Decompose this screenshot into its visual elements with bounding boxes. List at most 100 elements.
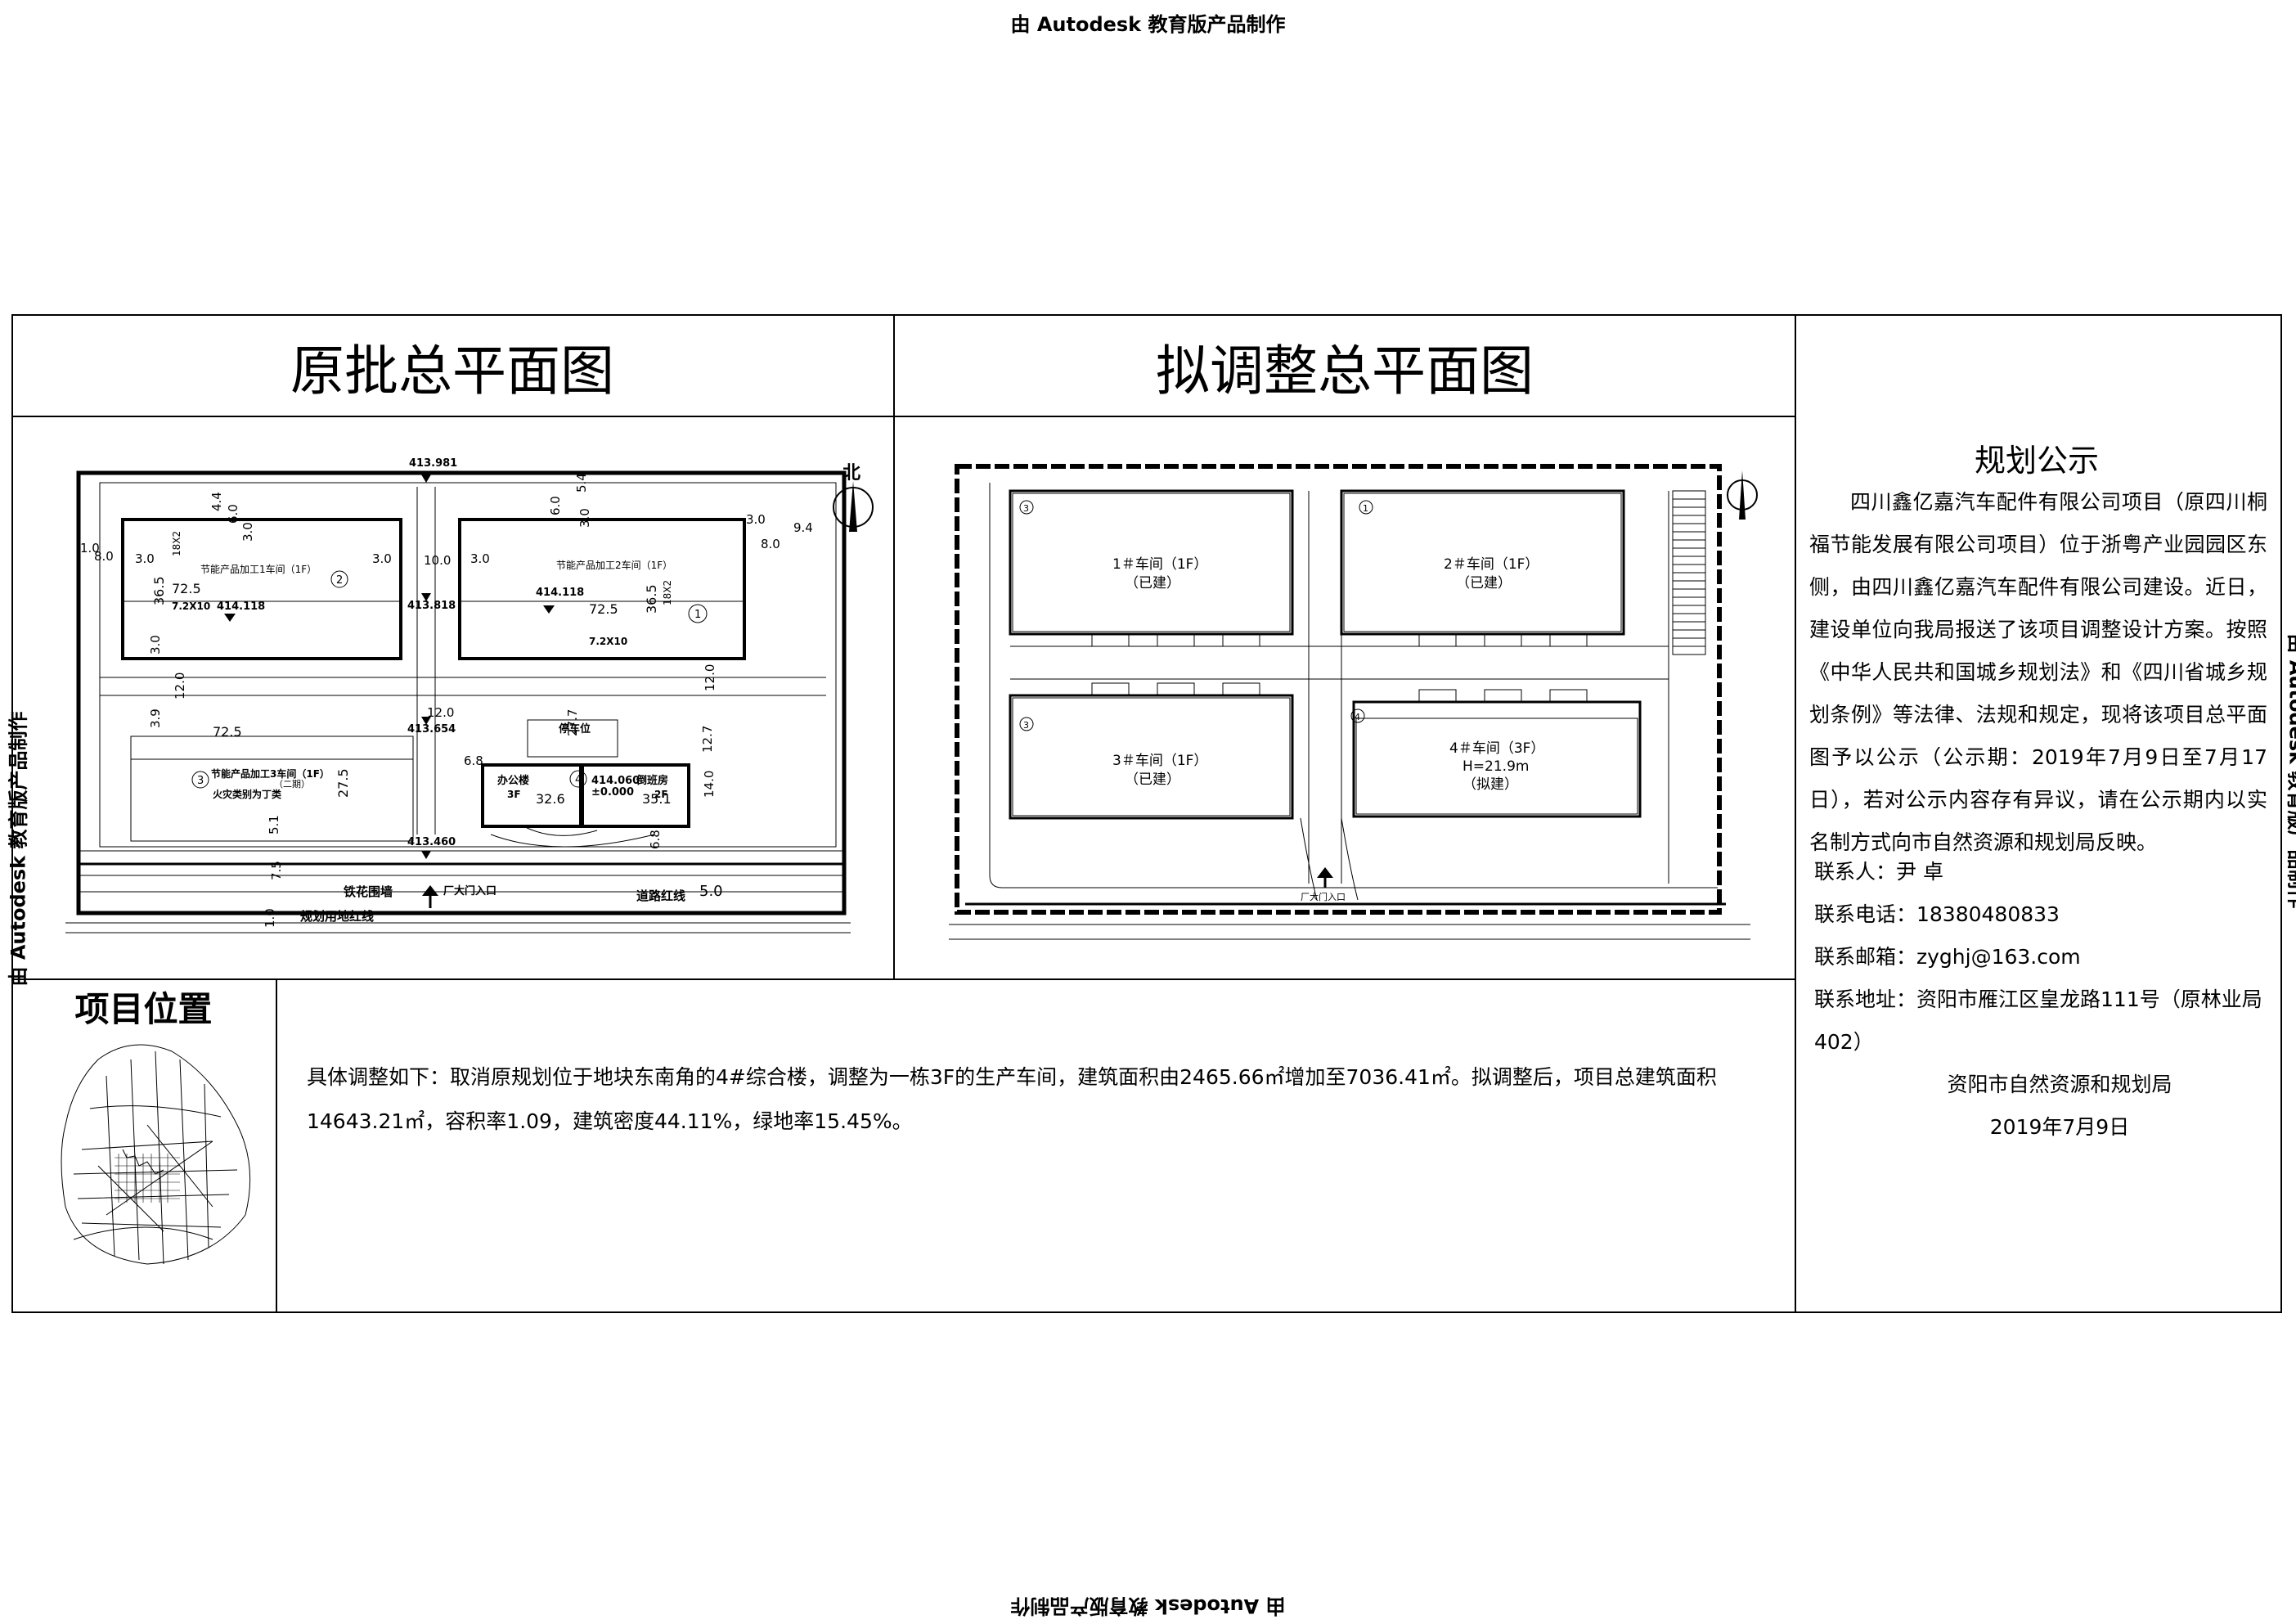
svg-text:12.7: 12.7 — [700, 726, 715, 753]
contact-email: 联系邮箱：zyghj@163.com — [1814, 945, 2081, 969]
building-workshop-1-width: 72.5 — [172, 581, 201, 596]
contact-person: 联系人：尹 卓 — [1814, 860, 1943, 884]
building-workshop-1-grid: 7.2X10 — [172, 601, 210, 612]
parking-area — [527, 719, 618, 758]
building-dorm — [581, 763, 690, 828]
adjusted-site-plan: 3 1＃车间（1F） （已建） 1 2＃车间（1F） （已建） 3 3＃车间（1… — [949, 464, 1750, 940]
workshop-1-status: （已建） — [1125, 575, 1180, 592]
svg-text:3.0: 3.0 — [135, 551, 155, 566]
inner-road-boundary — [99, 482, 837, 848]
svg-text:12.0: 12.0 — [427, 705, 454, 720]
divider-title-row — [11, 416, 1795, 417]
building-workshop-2 — [458, 518, 746, 660]
workshop-3 — [1009, 694, 1294, 820]
contact-address: 联系地址：资阳市雁江区皇龙路111号（原林业局402） — [1814, 987, 2262, 1054]
svg-text:27.7: 27.7 — [565, 709, 580, 736]
location-title: 项目位置 — [74, 989, 213, 1029]
svg-text:3: 3 — [1023, 720, 1029, 731]
svg-text:8.0: 8.0 — [761, 537, 780, 551]
notice-title: 规划公示 — [1974, 443, 2099, 479]
svg-text:12.0: 12.0 — [703, 664, 717, 691]
svg-text:8.0: 8.0 — [94, 549, 114, 564]
sheet-frame — [11, 314, 2282, 1313]
building-workshop-2-elevation: 414.118 — [536, 587, 584, 599]
dorm-label: 倒班房 — [636, 774, 668, 787]
building-workshop-1-marker: 2 — [336, 574, 343, 587]
svg-text:3.0: 3.0 — [470, 551, 490, 566]
workshop-4-height: H=21.9m — [1463, 758, 1529, 775]
watermark-right: 由 Autodesk 教育版产品制作 — [2285, 633, 2296, 909]
building-workshop-3-depth: 27.5 — [335, 768, 351, 798]
building-workshop-3 — [130, 736, 414, 842]
elevation-4: 413.460 — [407, 836, 456, 848]
svg-text:1.0: 1.0 — [263, 908, 277, 928]
building-workshop-3-note: （二期） — [274, 779, 310, 790]
svg-text:3.9: 3.9 — [148, 709, 163, 728]
svg-text:5.4: 5.4 — [574, 473, 589, 493]
road-line-label: 道路红线 — [636, 888, 685, 903]
plan-line-label: 规划用地红线 — [300, 909, 374, 924]
building-workshop-2-marker: 1 — [694, 609, 701, 621]
gate-label-original: 厂大门入口 — [443, 884, 496, 897]
building-workshop-3-fire: 火灾类别为丁类 — [213, 788, 282, 800]
svg-text:9.4: 9.4 — [793, 520, 813, 535]
workshop-2 — [1340, 489, 1625, 636]
svg-text:5.0: 5.0 — [699, 883, 723, 900]
svg-text:6.8: 6.8 — [464, 754, 483, 768]
adjustment-description: 具体调整如下：取消原规划位于地块东南角的4#综合楼，调整为一栋3F的生产车间，建… — [307, 1065, 1717, 1133]
divider-notice — [1795, 314, 1796, 1313]
svg-text:12.0: 12.0 — [173, 673, 187, 700]
building-workshop-3-label: 节能产品加工3车间（1F） — [211, 767, 330, 780]
building-workshop-2-grid: 7.2X10 — [589, 636, 627, 647]
office-width: 32.6 — [536, 791, 565, 807]
divider-plans — [893, 314, 895, 978]
svg-text:6.0: 6.0 — [548, 496, 563, 515]
svg-text:7.5: 7.5 — [269, 861, 284, 880]
workshop-1-label: 1＃车间（1F） — [1112, 556, 1207, 573]
svg-text:3.0: 3.0 — [148, 635, 163, 655]
building-workshop-1-label: 节能产品加工1车间（1F） — [200, 563, 317, 575]
svg-text:5.1: 5.1 — [267, 815, 281, 834]
location-map — [61, 1044, 251, 1265]
fence-label: 铁花围墙 — [344, 884, 393, 899]
adjusted-site-boundary — [955, 464, 1722, 915]
workshop-2-label: 2＃车间（1F） — [1444, 556, 1539, 573]
north-arrow-original — [833, 481, 874, 532]
workshop-1 — [1009, 489, 1294, 636]
svg-text:6.8: 6.8 — [648, 830, 663, 849]
building-workshop-1-depth: 36.5 — [151, 576, 167, 605]
office-marker: 4 — [575, 774, 582, 786]
elevation-1: 413.981 — [409, 457, 457, 470]
office-floors: 3F — [507, 789, 521, 800]
workshop-4-label: 4＃车间（3F） — [1449, 740, 1544, 757]
svg-text:3.0: 3.0 — [240, 522, 255, 542]
svg-text:3: 3 — [1023, 503, 1029, 514]
svg-text:10.0: 10.0 — [424, 553, 451, 568]
svg-text:4.4: 4.4 — [209, 492, 224, 511]
gate-label-adjusted: 厂大门入口 — [1301, 891, 1346, 902]
workshop-3-status: （已建） — [1125, 772, 1180, 788]
svg-text:4: 4 — [1355, 712, 1360, 722]
workshop-3-label: 3＃车间（1F） — [1112, 753, 1207, 769]
contact-phone: 联系电话：18380480833 — [1814, 902, 2060, 926]
workshop-2-status: （已建） — [1456, 575, 1512, 592]
original-site-plan: 节能产品加工1车间（1F） 2 72.5 414.118 7.2X10 18X2… — [65, 457, 851, 933]
building-workshop-3-marker: 3 — [197, 775, 204, 787]
svg-text:3.0: 3.0 — [577, 508, 592, 528]
svg-text:6.0: 6.0 — [226, 504, 240, 524]
office-label: 办公楼 — [497, 774, 529, 787]
svg-text:1: 1 — [1363, 503, 1368, 514]
svg-text:3.0: 3.0 — [746, 512, 766, 527]
north-label: 北 — [842, 463, 861, 484]
divider-bottom-row — [11, 978, 1795, 980]
watermark-bottom: 由 Autodesk 教育版产品制作 — [1010, 1595, 1286, 1617]
building-workshop-2-width: 72.5 — [589, 601, 618, 617]
workshop-4-status: （拟建） — [1463, 776, 1518, 793]
title-original-plan: 原批总平面图 — [290, 340, 614, 403]
contact-block: 联系人：尹 卓 联系电话：18380480833 联系邮箱：zyghj@163.… — [1814, 851, 2272, 1149]
elevation-2: 413.818 — [407, 600, 456, 612]
notice-body: 四川鑫亿嘉汽车配件有限公司项目（原四川桐福节能发展有限公司项目）位于浙粤产业园园… — [1809, 490, 2267, 854]
building-workshop-2-depth: 36.5 — [644, 584, 659, 614]
building-workshop-1-elevation: 414.118 — [217, 601, 265, 613]
site-boundary — [76, 470, 847, 915]
